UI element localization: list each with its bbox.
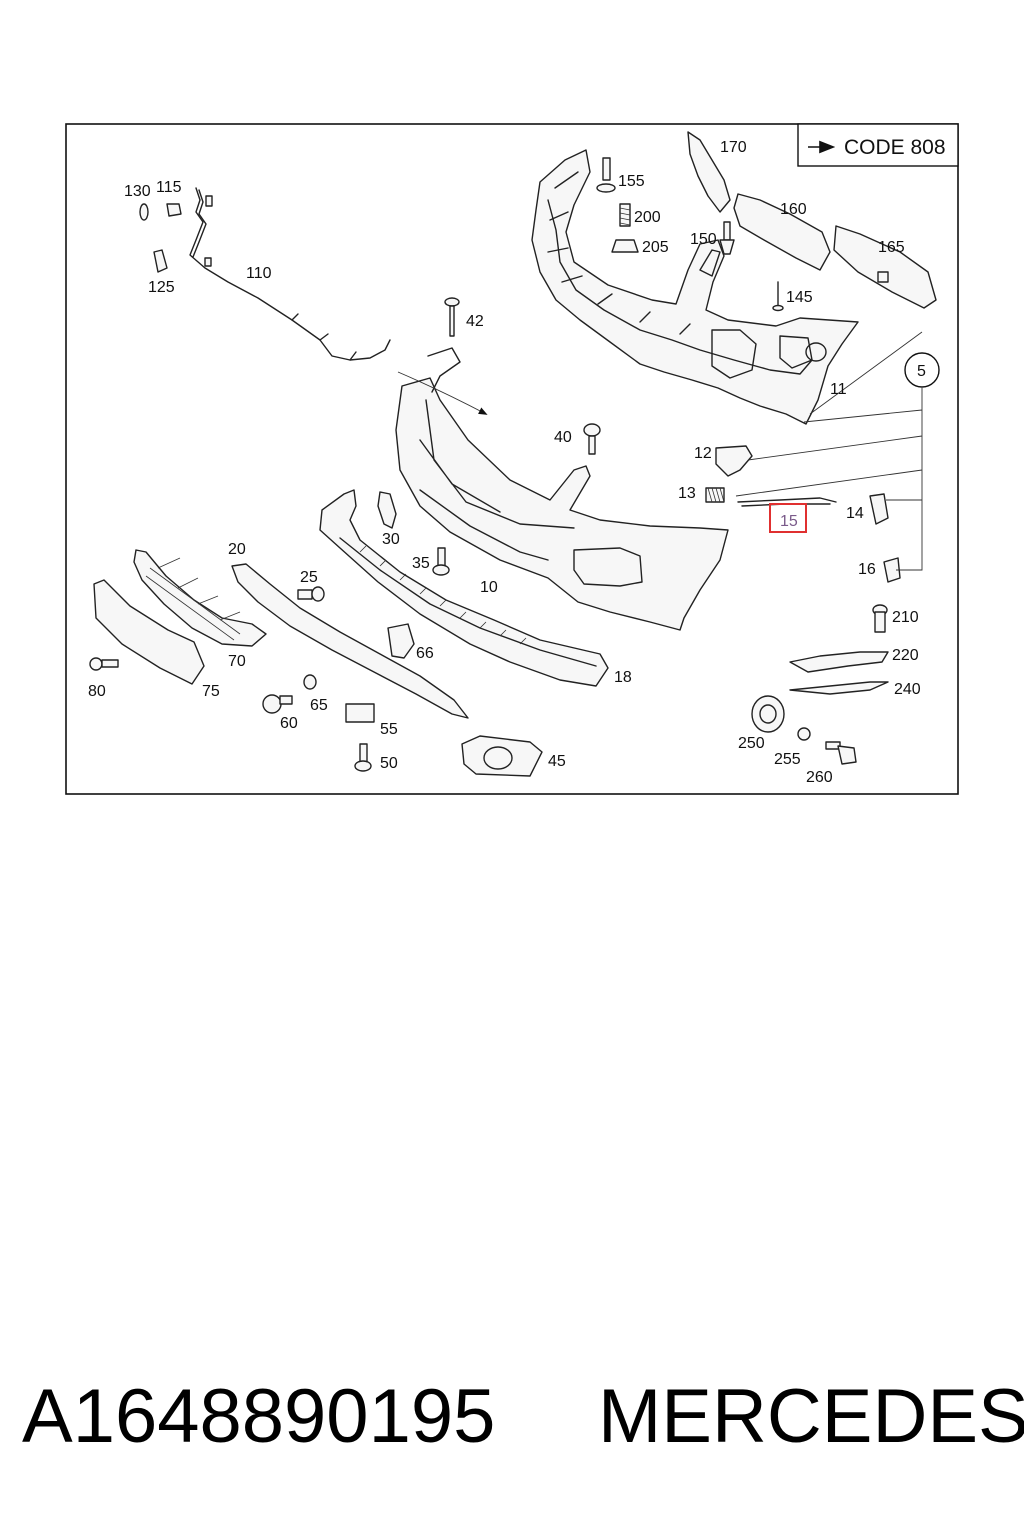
code-note-text: CODE 808 <box>844 136 946 159</box>
washer-65 <box>303 674 317 690</box>
fog-cover-45 <box>461 735 543 777</box>
callout-10: 10 <box>480 579 498 596</box>
absorber-160 <box>733 193 831 271</box>
callout-45: 45 <box>548 753 566 770</box>
callout-170: 170 <box>720 139 747 156</box>
clip-55 <box>345 703 375 723</box>
cap-14 <box>869 493 889 525</box>
fastener-155 <box>596 157 616 193</box>
screw-50 <box>354 743 372 772</box>
callout-70: 70 <box>228 653 246 670</box>
cap-16 <box>883 557 901 583</box>
callout-35: 35 <box>412 555 430 572</box>
callout-145: 145 <box>786 289 813 306</box>
bracket-12 <box>715 445 753 477</box>
callout-255: 255 <box>774 751 801 768</box>
screw-210 <box>872 604 888 633</box>
code-note-box: CODE 808 <box>797 123 959 167</box>
cover-125 <box>153 249 168 273</box>
callout-155: 155 <box>618 173 645 190</box>
callout-20: 20 <box>228 541 246 558</box>
sensor-holder-66 <box>387 623 415 659</box>
callout-150: 150 <box>690 231 717 248</box>
wiring-harness <box>189 187 391 361</box>
callout-250: 250 <box>738 735 765 752</box>
trim-220 <box>789 651 889 673</box>
group-leader-5 <box>735 331 923 571</box>
trim-240 <box>789 681 889 695</box>
screw-80 <box>89 657 119 671</box>
part-number: A1648890195 <box>22 1374 496 1459</box>
bolt-35 <box>432 547 450 576</box>
callout-66: 66 <box>416 645 434 662</box>
cover-30 <box>377 491 397 529</box>
callout-80: 80 <box>88 683 106 700</box>
bumper-bracket-11 <box>531 149 859 425</box>
callouts: 130 115 125 110 42 40 20 25 30 35 10 70 … <box>88 139 926 786</box>
callout-75: 75 <box>202 683 220 700</box>
callout-16: 16 <box>858 561 876 578</box>
lower-spoiler-18 <box>319 489 609 687</box>
callout-14: 14 <box>846 505 864 522</box>
bolt-260 <box>825 741 857 765</box>
callout-260: 260 <box>806 769 833 786</box>
spring-200 <box>619 203 631 227</box>
stud-145 <box>772 281 784 312</box>
bolt-40 <box>583 423 601 455</box>
screw-60 <box>262 694 293 714</box>
callout-240: 240 <box>894 681 921 698</box>
callout-12: 12 <box>694 445 712 462</box>
callout-25: 25 <box>300 569 318 586</box>
callout-200: 200 <box>634 209 661 226</box>
callout-15: 15 <box>780 513 798 530</box>
trim-75 <box>93 579 205 685</box>
grille-trim-20 <box>231 563 469 719</box>
callout-11: 11 <box>830 381 847 398</box>
brand-name: MERCEDES <box>598 1374 1024 1459</box>
callout-125: 125 <box>148 279 175 296</box>
callout-30: 30 <box>382 531 400 548</box>
callout-40: 40 <box>554 429 572 446</box>
highlight-box <box>769 503 807 533</box>
bumper-cover-10 <box>395 347 729 631</box>
callout-165: 165 <box>878 239 905 256</box>
callout-65: 65 <box>310 697 328 714</box>
screw-25 <box>297 586 325 602</box>
callout-55: 55 <box>380 721 398 738</box>
callout-5: 5 <box>917 363 926 380</box>
washer-255 <box>797 727 811 741</box>
callout-42: 42 <box>466 313 484 330</box>
callout-210: 210 <box>892 609 919 626</box>
clip-115 <box>166 203 182 217</box>
callout-60: 60 <box>280 715 298 732</box>
bolt-42 <box>444 297 460 337</box>
rivet-150 <box>719 221 735 255</box>
absorber-170 <box>687 131 731 213</box>
absorber-165 <box>833 225 937 309</box>
callout-110: 110 <box>246 265 272 282</box>
callout-18: 18 <box>614 669 632 686</box>
assembly-arrow <box>397 371 488 415</box>
grommet-130 <box>139 203 149 221</box>
spring-13 <box>705 487 725 503</box>
callout-13: 13 <box>678 485 696 502</box>
callout-130: 130 <box>124 183 151 200</box>
callout-115: 115 <box>156 179 182 196</box>
gear-250 <box>751 695 785 733</box>
group-marker-5 <box>904 352 940 388</box>
grille-70 <box>133 549 267 647</box>
nut-205 <box>611 239 639 253</box>
callout-50: 50 <box>380 755 398 772</box>
callout-220: 220 <box>892 647 919 664</box>
callout-160: 160 <box>780 201 807 218</box>
callout-205: 205 <box>642 239 669 256</box>
